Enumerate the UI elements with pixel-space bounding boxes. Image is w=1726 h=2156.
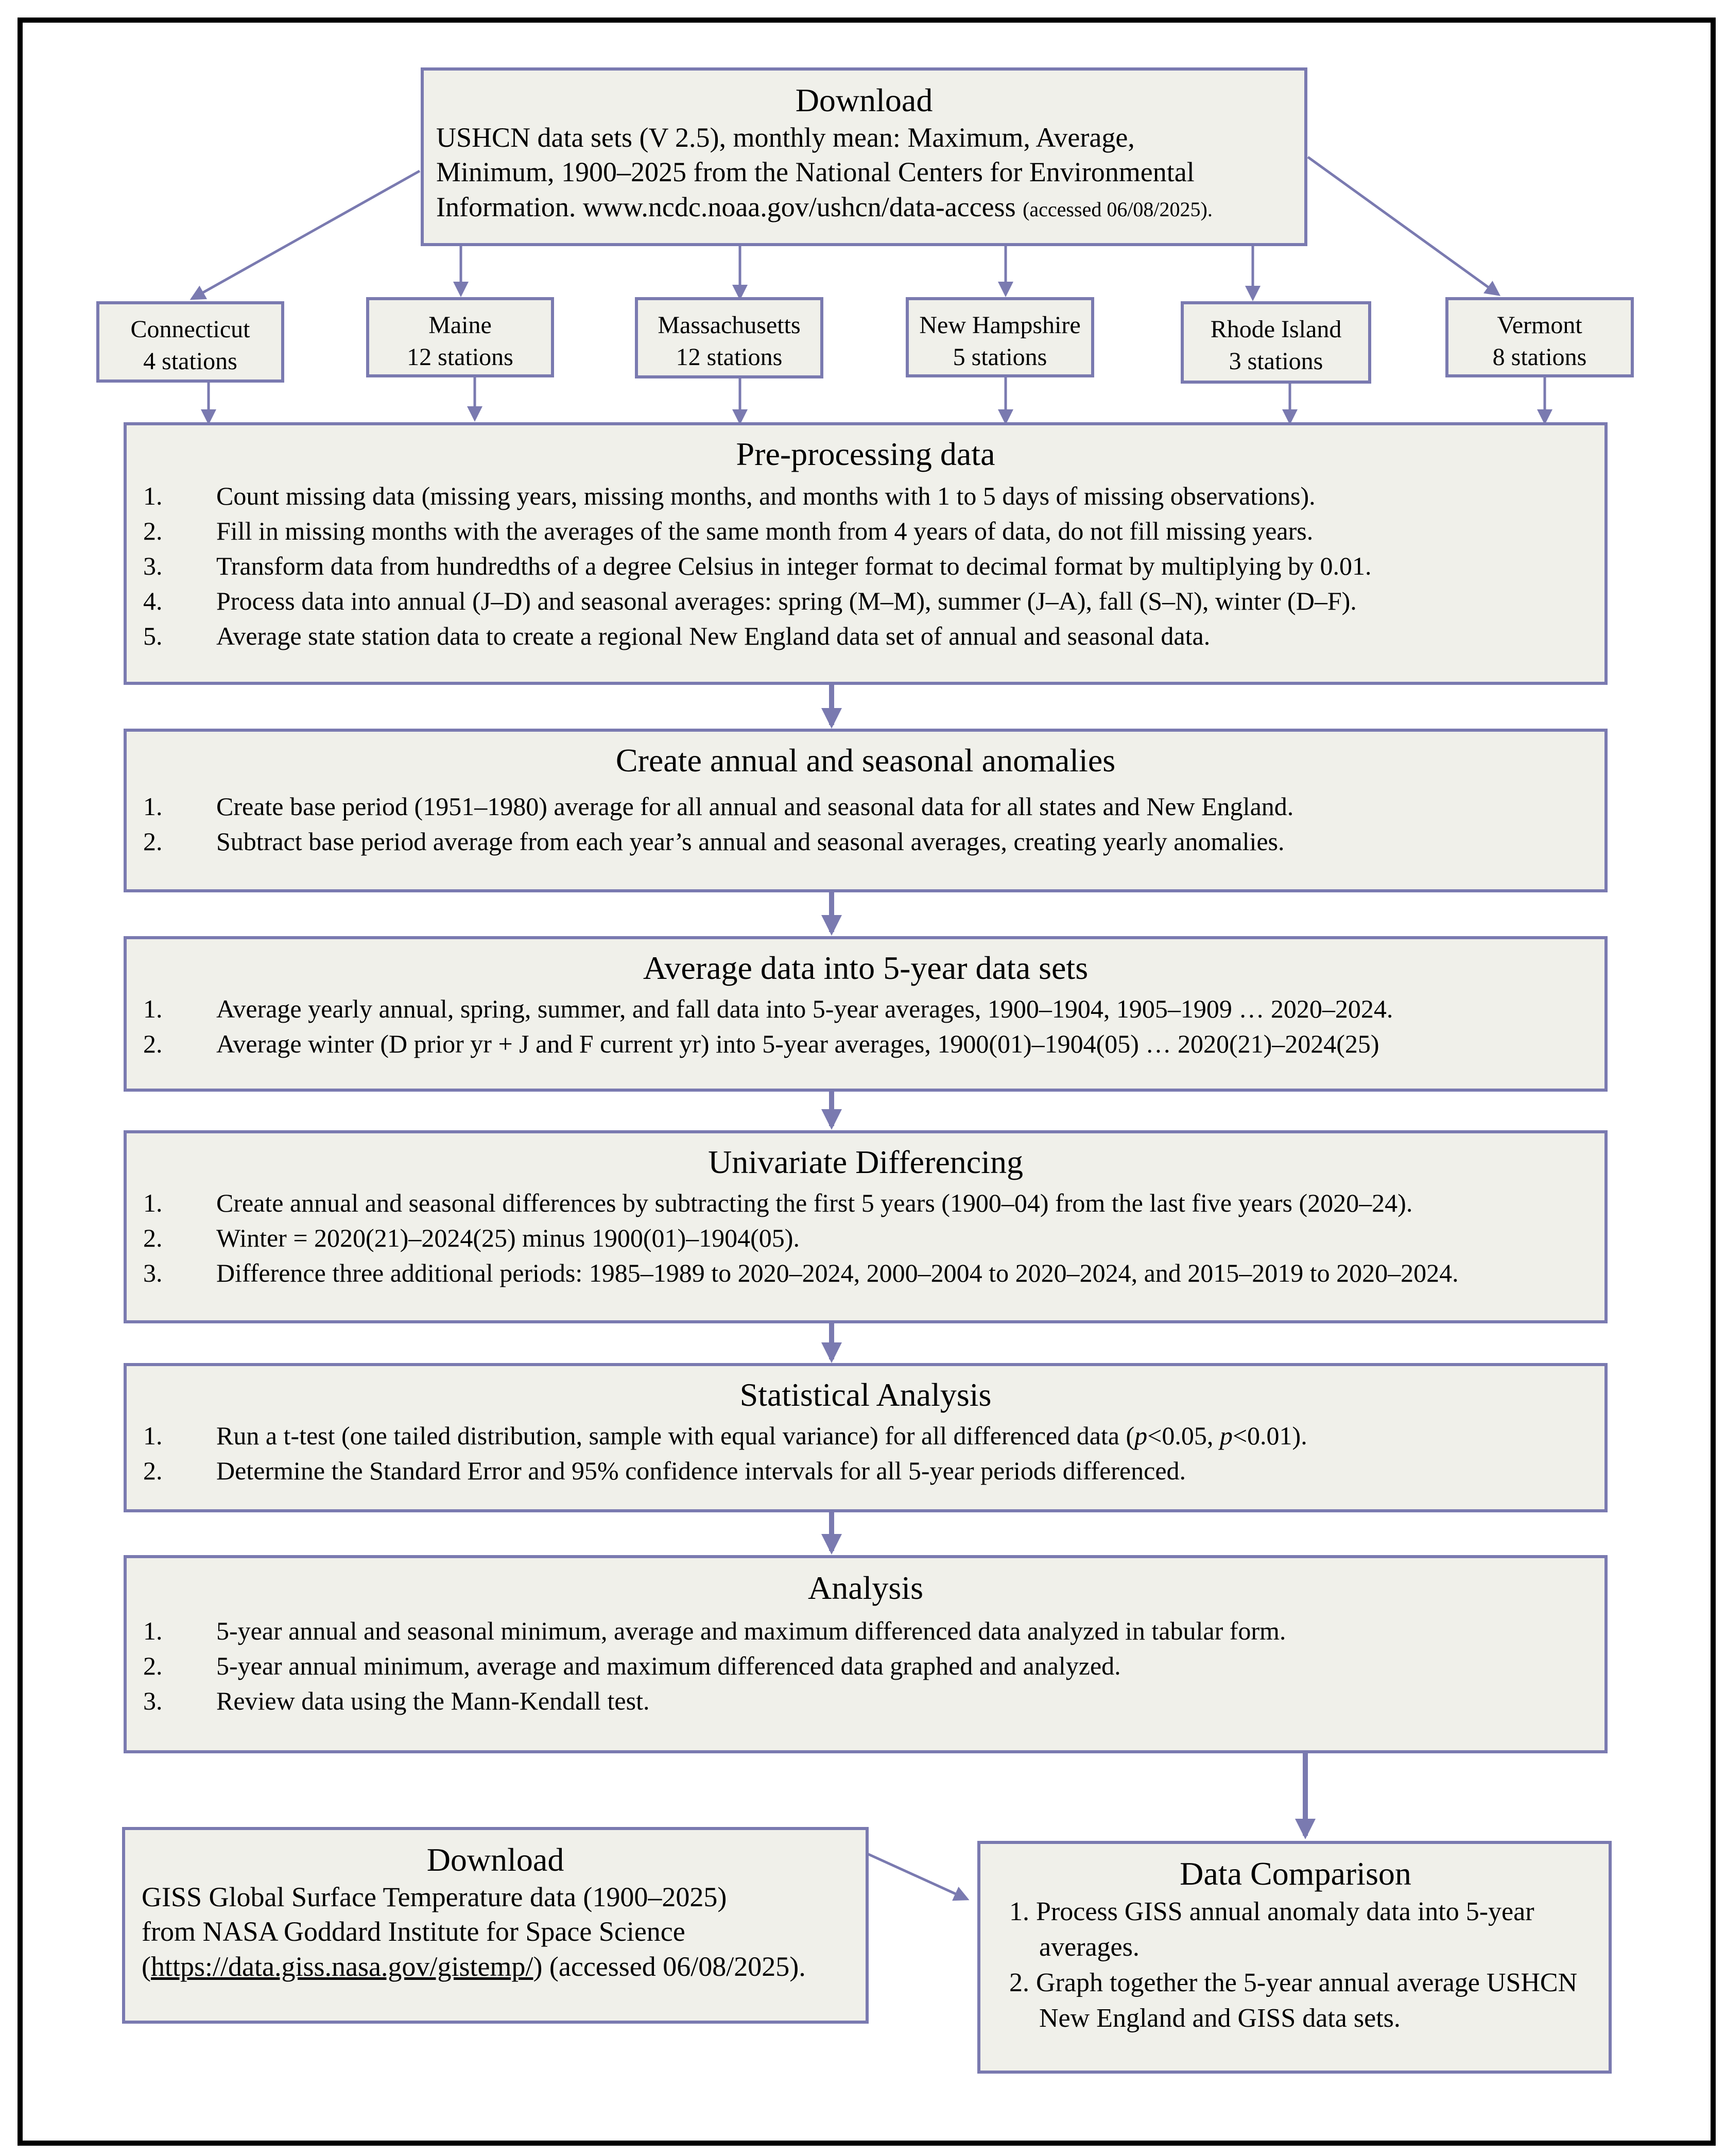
download-ushcn-box: Download USHCN data sets (V 2.5), monthl… [421,67,1307,246]
average-5year-box: Average data into 5-year data sets 1.Ave… [124,936,1608,1092]
differencing-title: Univariate Differencing [708,1144,1023,1180]
list-item: 2.Average winter (D prior yr + J and F c… [143,1029,1379,1058]
data-comparison-title: Data Comparison [1180,1855,1411,1892]
statistical-title: Statistical Analysis [739,1376,992,1413]
download-ushcn-line3: Information. www.ncdc.noaa.gov/ushcn/dat… [436,191,1016,222]
download-ushcn-line2: Minimum, 1900–2025 from the National Cen… [436,157,1195,188]
download-giss-line1: GISS Global Surface Temperature data (19… [142,1881,727,1912]
list-item: 2. Graph together the 5-year annual aver… [1009,1968,1578,2033]
state-box-rhode-island: Rhode Island 3 stations [1181,301,1371,384]
state-stations: 12 stations [676,343,783,371]
list-item: 5.Average state station data to create a… [143,621,1211,650]
state-stations: 5 stations [953,343,1047,371]
gistemp-link[interactable]: https://data.giss.nasa.gov/gistemp/ [150,1951,533,1982]
state-name: Vermont [1497,312,1582,339]
state-stations: 8 stations [1492,343,1587,371]
state-name: Massachusetts [658,312,801,339]
list-item: 3.Review data using the Mann-Kendall tes… [143,1686,650,1715]
download-ushcn-accessed: (accessed 06/08/2025). [1023,197,1213,221]
download-giss-box: Download GISS Global Surface Temperature… [122,1827,869,2024]
list-item: 1.Average yearly annual, spring, summer,… [143,994,1393,1023]
download-ushcn-title: Download [795,82,933,118]
state-box-connecticut: Connecticut 4 stations [96,301,284,383]
list-item: 3.Transform data from hundredths of a de… [143,551,1372,580]
list-item: 1. Process GISS annual anomaly data into… [1009,1896,1534,1962]
state-stations: 3 stations [1229,348,1323,375]
list-item: 3.Difference three additional periods: 1… [143,1258,1459,1287]
list-item: 2.5-year annual minimum, average and max… [143,1651,1121,1680]
state-stations: 4 stations [143,348,237,375]
anomalies-title: Create annual and seasonal anomalies [615,742,1116,779]
list-item: 1.Count missing data (missing years, mis… [143,481,1316,510]
download-ushcn-line1: USHCN data sets (V 2.5), monthly mean: M… [436,122,1135,153]
list-item: 1.Run a t-test (one tailed distribution,… [143,1421,1307,1450]
list-item: 1.Create base period (1951–1980) average… [143,791,1294,821]
state-box-massachusetts: Massachusetts 12 stations [635,297,823,378]
list-item: 1.Create annual and seasonal differences… [143,1188,1413,1217]
state-name: Maine [428,312,492,339]
figure-frame [18,18,1716,2146]
state-box-new-hampshire: New Hampshire 5 stations [906,297,1094,377]
list-item: 4.Process data into annual (J–D) and sea… [143,586,1357,615]
state-name: New Hampshire [919,312,1081,339]
download-giss-line2: from NASA Goddard Institute for Space Sc… [142,1916,685,1947]
state-name: Rhode Island [1210,316,1342,343]
differencing-box: Univariate Differencing 1.Create annual … [124,1130,1608,1323]
preprocessing-title: Pre-processing data [736,436,995,472]
anomalies-box: Create annual and seasonal anomalies 1.C… [124,729,1608,892]
download-giss-title: Download [426,1841,564,1878]
list-item: 2.Determine the Standard Error and 95% c… [143,1456,1186,1485]
state-box-maine: Maine 12 stations [366,297,554,377]
statistical-box: Statistical Analysis 1.Run a t-test (one… [124,1363,1608,1512]
list-item: 1.5-year annual and seasonal minimum, av… [143,1616,1286,1645]
state-box-vermont: Vermont 8 stations [1445,297,1634,377]
average-5year-title: Average data into 5-year data sets [643,950,1089,986]
preprocessing-box: Pre-processing data 1.Count missing data… [124,422,1608,685]
list-item: 2.Subtract base period average from each… [143,826,1285,856]
analysis-box: Analysis 1.5-year annual and seasonal mi… [124,1555,1608,1753]
state-name: Connecticut [130,316,250,343]
state-stations: 12 stations [407,343,513,371]
data-comparison-box: Data Comparison 1. Process GISS annual a… [977,1841,1612,2074]
analysis-title: Analysis [808,1569,923,1606]
list-item: 2.Winter = 2020(21)–2024(25) minus 1900(… [143,1223,800,1252]
list-item: 2.Fill in missing months with the averag… [143,516,1314,545]
